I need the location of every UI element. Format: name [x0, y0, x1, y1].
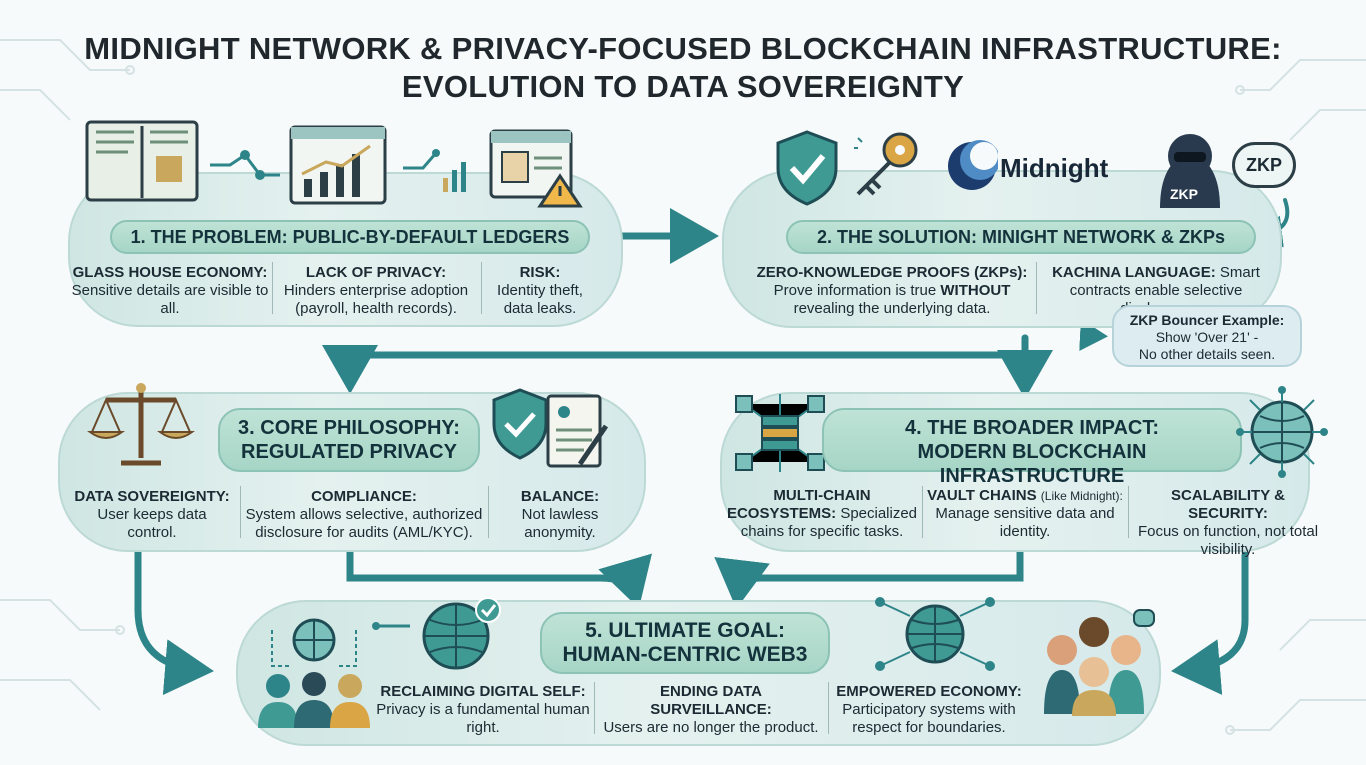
globe-hub-icon: [875, 597, 995, 671]
reclaiming-label: RECLAIMING DIGITAL SELF:: [380, 683, 586, 700]
globe-network-icon: [1236, 386, 1328, 478]
lack-of-privacy-label: LACK OF PRIVACY:: [305, 264, 447, 281]
shield-check-icon: [776, 130, 838, 206]
arrow-left-to-goal: [134, 541, 214, 696]
divider: [828, 682, 829, 734]
shield-document-icon: [492, 388, 609, 468]
connector-nodes-icon: [210, 150, 280, 180]
ending-surveillance-label: ENDING DATA SURVEILLANCE:: [650, 683, 772, 718]
data-sovereignty-label: DATA SOVEREIGNTY:: [74, 488, 230, 505]
title-line-1: MIDNIGHT NETWORK & PRIVACY-FOCUSED BLOCK…: [84, 31, 1282, 66]
title-line-2: EVOLUTION TO DATA SOVEREIGNTY: [401, 69, 965, 104]
divider: [922, 486, 923, 538]
risk-text: Identity theft, data leaks.: [497, 282, 583, 317]
scalability-security: SCALABILITY & SECURITY: Focus on functio…: [1130, 487, 1326, 559]
divider: [481, 262, 482, 314]
people-network-icon: [258, 618, 370, 728]
problem-heading: 1. THE PROBLEM: PUBLIC-BY-DEFAULT LEDGER…: [110, 220, 590, 254]
arrow-philosophy-to-goal: [346, 541, 652, 609]
multi-chain-text-a: Specialized: [840, 505, 918, 522]
solution-heading: 2. THE SOLUTION: MINIGHT NETWORK & ZKPs: [786, 220, 1256, 254]
people-group-icon: [1044, 609, 1155, 716]
scales-icon: [86, 383, 196, 466]
divider: [594, 682, 595, 734]
zero-knowledge-proofs: ZERO-KNOWLEDGE PROOFS (ZKPs): Prove info…: [752, 264, 1032, 318]
philosophy-heading-line-1: 3. CORE PHILOSOPHY:: [238, 417, 460, 439]
zkp-label: ZERO-KNOWLEDGE PROOFS (ZKPs):: [756, 264, 1028, 281]
empowered-economy-label: EMPOWERED ECONOMY:: [836, 683, 1022, 700]
data-sovereignty: DATA SOVEREIGNTY: User keeps data contro…: [72, 488, 232, 542]
divider: [488, 486, 489, 538]
vault-chains-label: VAULT CHAINS: [927, 487, 1037, 504]
compliance-text: System allows selective, authorized disc…: [245, 506, 483, 541]
compliance-label: COMPLIANCE:: [311, 488, 417, 505]
balance-label: BALANCE:: [520, 488, 600, 505]
goal-heading-line-1: 5. ULTIMATE GOAL:: [585, 619, 785, 642]
multi-chain-ecosystems: MULTI-CHAIN ECOSYSTEMS: Specialized chai…: [722, 487, 922, 541]
kachina-text-a: Smart: [1219, 264, 1260, 281]
arrow-solution-to-philosophy: [322, 334, 1029, 394]
zkp-text-c: revealing the underlying data.: [793, 300, 991, 317]
multi-chain-label-b: ECOSYSTEMS:: [726, 505, 837, 522]
hacker-icon: [1160, 134, 1220, 208]
impact-heading: 4. THE BROADER IMPACT: MODERN BLOCKCHAIN…: [822, 408, 1242, 487]
goal-heading-line-2: HUMAN-CENTRIC WEB3: [562, 643, 808, 666]
bouncer-text-b: No other details seen.: [1138, 346, 1276, 362]
zkp-text-without: WITHOUT: [940, 282, 1011, 299]
key-icon: [854, 132, 918, 196]
compliance: COMPLIANCE: System allows selective, aut…: [244, 488, 484, 542]
zkp-speech-badge: ZKP: [1232, 142, 1296, 188]
zkp-text-a: Prove information is true: [773, 282, 941, 299]
lack-of-privacy-text: Hinders enterprise adoption (payroll, he…: [283, 282, 469, 317]
reclaiming-digital-self: RECLAIMING DIGITAL SELF: Privacy is a fu…: [376, 683, 590, 737]
circuit-lines-decoration: [0, 39, 1366, 735]
glass-house-text: Sensitive details are visible to all.: [71, 282, 269, 317]
balance: BALANCE: Not lawless anonymity.: [494, 488, 626, 542]
arrow-right-to-goal: [1171, 551, 1249, 695]
philosophy-heading-line-2: REGULATED PRIVACY: [241, 441, 457, 463]
multi-chain-text-b: chains for specific tasks.: [740, 523, 904, 540]
vault-chains-label-small: (Like Midnight):: [1040, 489, 1123, 503]
impact-heading-line-2: MODERN BLOCKCHAIN INFRASTRUCTURE: [917, 441, 1147, 487]
vault-chains-text: Manage sensitive data and identity.: [935, 505, 1115, 540]
risk-label: RISK:: [519, 264, 561, 281]
page-title: MIDNIGHT NETWORK & PRIVACY-FOCUSED BLOCK…: [0, 30, 1366, 106]
scalability-label: SCALABILITY & SECURITY:: [1171, 487, 1285, 522]
hacker-zkp-label: ZKP: [1170, 186, 1198, 202]
balance-text: Not lawless anonymity.: [521, 506, 599, 541]
multi-chain-label-a: MULTI-CHAIN: [773, 487, 871, 504]
divider: [1036, 262, 1037, 314]
chart-screen-icon: [289, 125, 387, 205]
zkp-bouncer-example: ZKP Bouncer Example: Show 'Over 21' - No…: [1112, 305, 1302, 367]
arrow-impact-to-goal: [714, 541, 1024, 609]
lack-of-privacy: LACK OF PRIVACY: Hinders enterprise adop…: [276, 264, 476, 318]
divider: [272, 262, 273, 314]
empowered-economy: EMPOWERED ECONOMY: Participatory systems…: [832, 683, 1026, 737]
bouncer-label: ZKP Bouncer Example:: [1129, 312, 1285, 328]
impact-heading-line-1: 4. THE BROADER IMPACT:: [904, 417, 1160, 439]
ending-data-surveillance: ENDING DATA SURVEILLANCE: Users are no l…: [598, 683, 824, 737]
glass-house-label: GLASS HOUSE ECONOMY:: [72, 264, 268, 281]
kachina-label: KACHINA LANGUAGE:: [1052, 264, 1216, 281]
empowered-economy-text: Participatory systems with respect for b…: [842, 701, 1016, 736]
philosophy-heading: 3. CORE PHILOSOPHY: REGULATED PRIVACY: [218, 408, 480, 472]
goal-heading: 5. ULTIMATE GOAL: HUMAN-CENTRIC WEB3: [540, 612, 830, 674]
divider: [240, 486, 241, 538]
id-card-warning-icon: [489, 129, 583, 208]
blocks-network-icon: [735, 394, 825, 472]
divider: [1128, 486, 1129, 538]
scalability-text: Focus on function, not total visibility.: [1137, 523, 1319, 558]
globe-check-icon: [372, 597, 501, 670]
glass-house-economy: GLASS HOUSE ECONOMY: Sensitive details a…: [70, 264, 270, 318]
midnight-logo-text: Midnight: [1000, 153, 1109, 183]
data-sovereignty-text: User keeps data control.: [97, 506, 207, 541]
ending-surveillance-text: Users are no longer the product.: [603, 719, 819, 736]
vault-chains: VAULT CHAINS (Like Midnight): Manage sen…: [926, 487, 1124, 541]
open-book-icon: [85, 120, 199, 202]
midnight-logo-icon: [948, 140, 998, 190]
bouncer-text-a: Show 'Over 21' -: [1155, 329, 1259, 345]
reclaiming-text: Privacy is a fundamental human right.: [376, 701, 590, 736]
mini-chart-icon: [403, 149, 466, 192]
risk: RISK: Identity theft, data leaks.: [485, 264, 595, 318]
